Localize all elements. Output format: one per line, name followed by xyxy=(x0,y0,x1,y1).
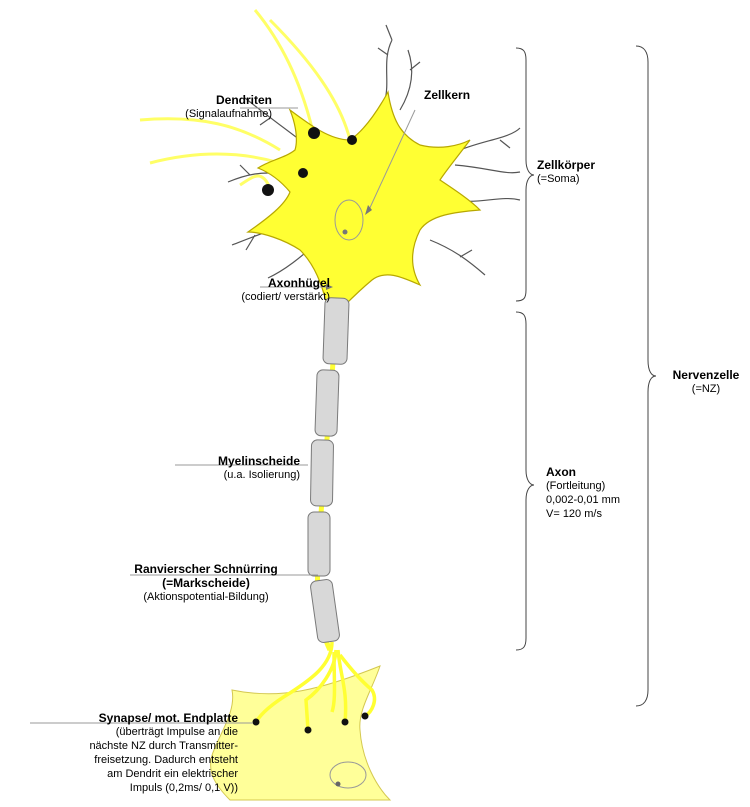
synapse-line-1: (überträgt Impulse an die xyxy=(20,725,238,739)
synapse-line-4: am Dendrit ein elektrischer xyxy=(20,767,238,781)
nucleolus xyxy=(343,230,348,235)
axonhuegel-title: Axonhügel xyxy=(180,276,330,290)
ranvier-sub: (Aktionspotential-Bildung) xyxy=(108,590,304,604)
dendriten-sub: (Signalaufnahme) xyxy=(140,107,272,121)
synapse-line-3: freisetzung. Dadurch entsteht xyxy=(20,753,238,767)
soma xyxy=(248,92,480,305)
axon-line-1: (Fortleitung) xyxy=(546,479,620,493)
axon-line-3: V= 120 m/s xyxy=(546,507,620,521)
axonhuegel-sub: (codiert/ verstärkt) xyxy=(180,290,330,304)
synapse-title: Synapse/ mot. Endplatte xyxy=(20,711,238,725)
label-myelinscheide: Myelinscheide (u.a. Isolierung) xyxy=(160,454,300,482)
label-nervenzelle: Nervenzelle (=NZ) xyxy=(664,368,748,396)
target-cell-nucleus xyxy=(330,762,366,788)
axon-title: Axon xyxy=(546,465,620,479)
brace-axon xyxy=(516,312,534,650)
nervenzelle-sub: (=NZ) xyxy=(664,382,748,396)
label-zellkern: Zellkern xyxy=(424,88,470,102)
label-ranvier: Ranvierscher Schnürring (=Markscheide) (… xyxy=(108,562,304,604)
ranvier-title2: (=Markscheide) xyxy=(108,576,304,590)
zellkoerper-title: Zellkörper xyxy=(537,158,595,172)
brace-zellkoerper xyxy=(516,48,534,301)
label-synapse: Synapse/ mot. Endplatte (überträgt Impul… xyxy=(20,711,238,795)
braces xyxy=(516,46,656,706)
brace-nervenzelle xyxy=(636,46,656,706)
label-axon: Axon (Fortleitung) 0,002-0,01 mm V= 120 … xyxy=(546,465,620,521)
synapse-line-5: Impuls (0,2ms/ 0,1 V)) xyxy=(20,781,238,795)
zellkoerper-sub: (=Soma) xyxy=(537,172,595,186)
synapse-line-2: nächste NZ durch Transmitter- xyxy=(20,739,238,753)
label-axonhuegel: Axonhügel (codiert/ verstärkt) xyxy=(180,276,330,304)
ranvier-title: Ranvierscher Schnürring xyxy=(108,562,304,576)
label-zellkoerper: Zellkörper (=Soma) xyxy=(537,158,595,186)
nervenzelle-title: Nervenzelle xyxy=(664,368,748,382)
axon-line-2: 0,002-0,01 mm xyxy=(546,493,620,507)
myelinscheide-sub: (u.a. Isolierung) xyxy=(160,468,300,482)
nucleus xyxy=(335,200,363,240)
dendriten-title: Dendriten xyxy=(140,93,272,107)
myelinscheide-title: Myelinscheide xyxy=(160,454,300,468)
myelin-sheaths xyxy=(308,298,349,644)
label-dendriten: Dendriten (Signalaufnahme) xyxy=(140,93,272,121)
zellkern-title: Zellkern xyxy=(424,88,470,102)
soma-body xyxy=(248,92,480,305)
